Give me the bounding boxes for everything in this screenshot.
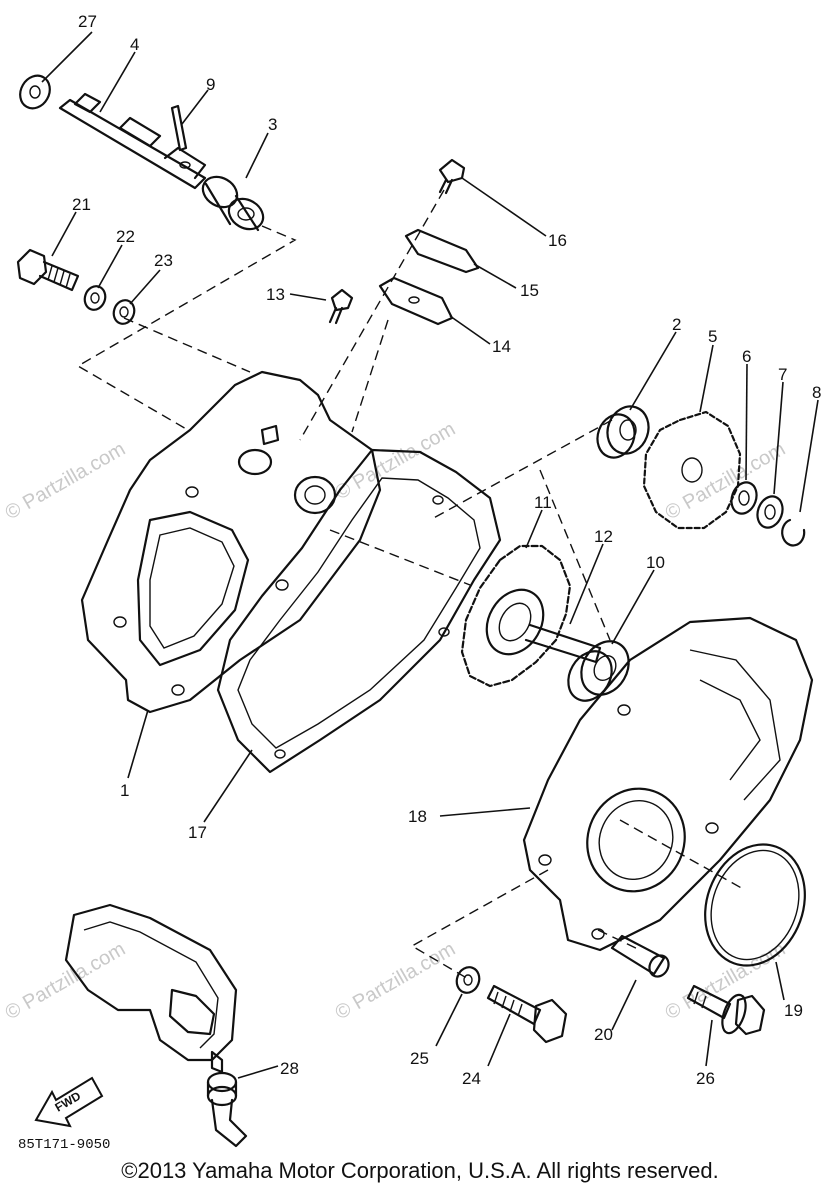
label-20: 20 (594, 1025, 613, 1044)
part-5-sprocket (642, 410, 742, 530)
part-25-washer (455, 966, 481, 994)
part-21-bolt (16, 248, 80, 292)
part-8-circlip (781, 518, 806, 547)
label-28: 28 (280, 1059, 299, 1078)
label-26: 26 (696, 1069, 715, 1088)
watermark: © Partzilla.com (332, 938, 460, 1024)
watermark: © Partzilla.com (2, 938, 130, 1024)
part-2-bearing (596, 405, 650, 459)
label-15: 15 (520, 281, 539, 300)
watermark: © Partzilla.com (332, 418, 460, 504)
watermark: © Partzilla.com (2, 438, 130, 524)
part-code: 85T171-9050 (18, 1137, 110, 1153)
part-16-screw (438, 158, 466, 195)
label-21: 21 (72, 195, 91, 214)
copyright-notice: ©2013 Yamaha Motor Corporation, U.S.A. A… (121, 1158, 719, 1183)
label-14: 14 (492, 337, 511, 356)
part-11-gear (460, 544, 572, 688)
part-13-screw (328, 288, 354, 325)
part-27-washer (19, 74, 51, 110)
part-26-flange-bolt (686, 984, 766, 1036)
part-labels: 27 4 9 3 21 22 23 13 16 15 14 2 5 6 7 8 … (72, 12, 821, 1088)
label-13: 13 (266, 285, 285, 304)
part-18-cover (522, 616, 814, 952)
label-1: 1 (120, 781, 129, 800)
part-20-dowel-pin (610, 934, 670, 978)
label-17: 17 (188, 823, 207, 842)
part-4-shaft (58, 92, 207, 190)
forward-arrow-icon: FWD (34, 1076, 104, 1128)
part-6-washer (730, 481, 758, 515)
part-3-bushing (201, 175, 265, 232)
label-12: 12 (594, 527, 613, 546)
part-23-washer (112, 299, 136, 325)
part-17-gasket (216, 448, 502, 774)
label-16: 16 (548, 231, 567, 250)
label-24: 24 (462, 1069, 481, 1088)
label-9: 9 (206, 75, 215, 94)
label-18: 18 (408, 807, 427, 826)
leader-lines (41, 31, 819, 1079)
label-2: 2 (672, 315, 681, 334)
part-12-shaft (524, 623, 602, 664)
label-11: 11 (534, 493, 552, 512)
label-10: 10 (646, 553, 665, 572)
label-23: 23 (154, 251, 173, 270)
label-8: 8 (812, 383, 821, 402)
part-28-hose-assembly (64, 903, 248, 1148)
label-7: 7 (778, 365, 787, 384)
watermark-layer: © Partzilla.com © Partzilla.com © Partzi… (2, 418, 790, 1024)
label-4: 4 (130, 35, 139, 54)
label-5: 5 (708, 327, 717, 346)
assembly-lines (76, 189, 746, 981)
label-27: 27 (78, 12, 97, 31)
part-15-gasket (404, 228, 480, 274)
part-19-o-ring (704, 843, 806, 967)
part-1-case (80, 370, 382, 714)
label-22: 22 (116, 227, 135, 246)
part-24-bolt (486, 984, 568, 1044)
part-22-lock-washer (83, 285, 107, 311)
part-14-cover-plate (378, 276, 454, 326)
part-9-pin (170, 104, 188, 152)
label-6: 6 (742, 347, 751, 366)
label-25: 25 (410, 1049, 429, 1068)
label-19: 19 (784, 1001, 803, 1020)
part-7-washer (756, 495, 784, 529)
label-3: 3 (268, 115, 277, 134)
